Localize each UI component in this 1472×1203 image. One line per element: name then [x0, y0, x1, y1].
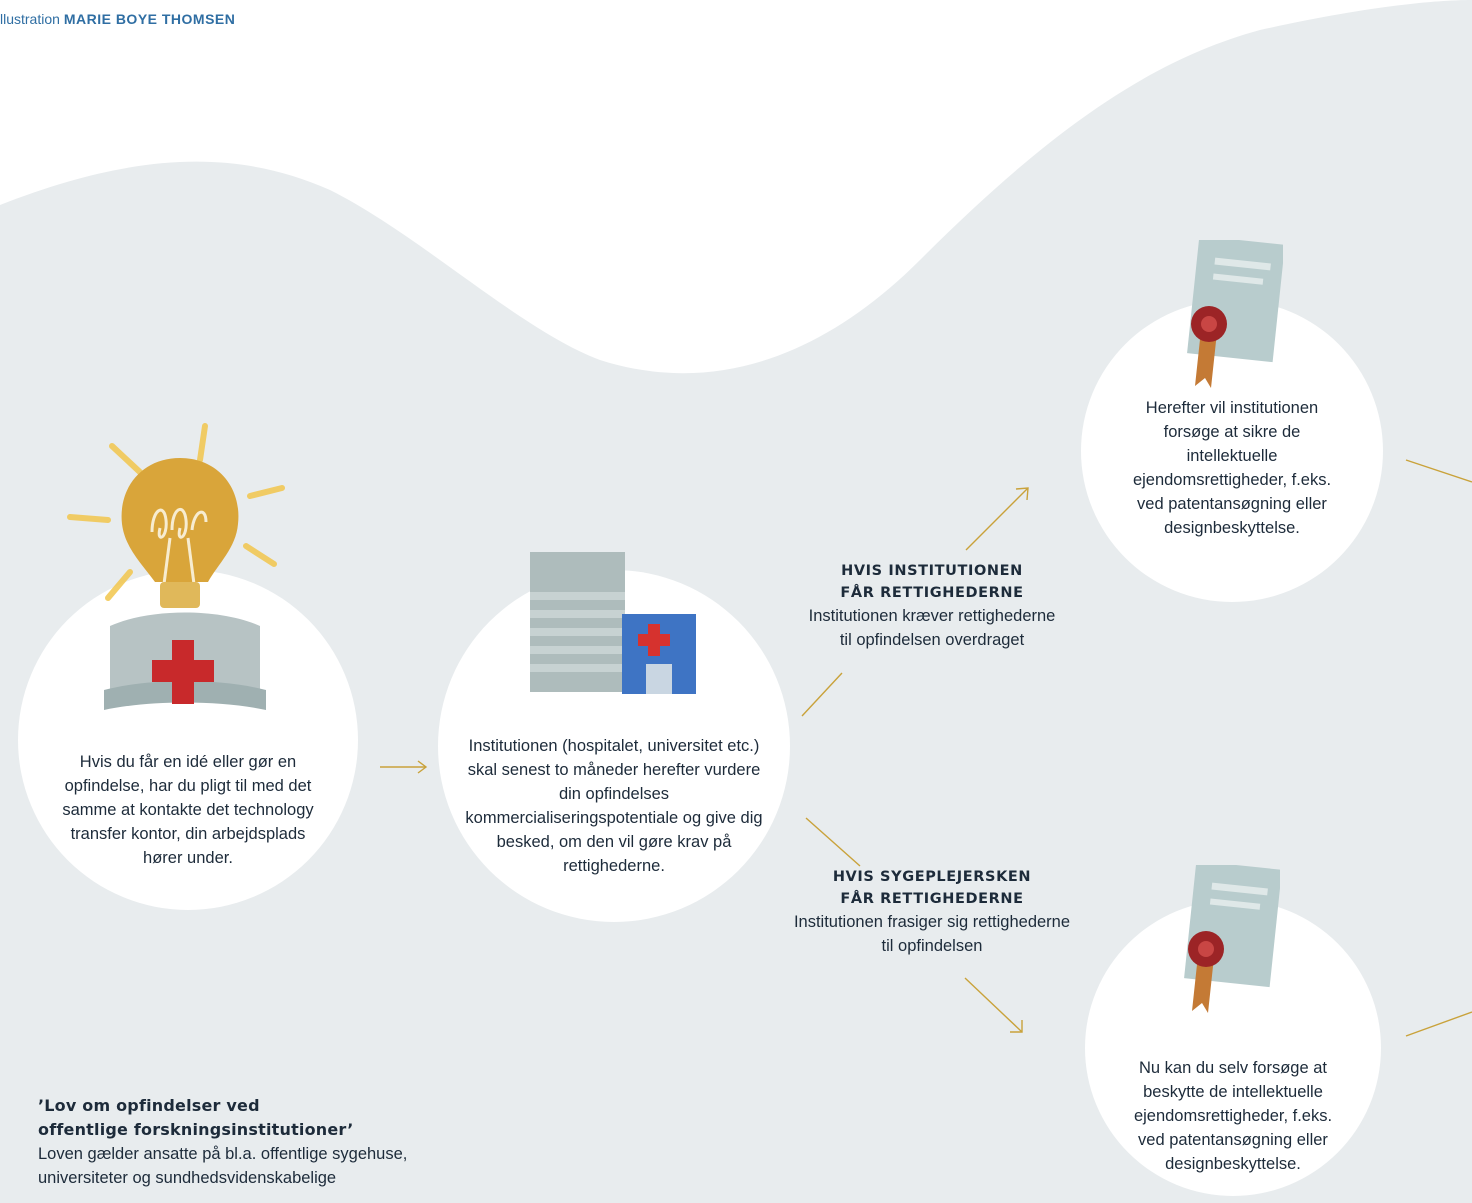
nurse-cap-icon [104, 612, 266, 710]
lightbulb-icon [67, 423, 285, 608]
credits: llustration MARIE BOYE THOMSEN [0, 0, 235, 28]
branch-institution-text-1: Institutionen kræver rettighederne [808, 607, 1056, 625]
step-4-text: Nu kan du selv forsøge at beskytte de in… [1133, 1059, 1333, 1173]
branch-nurse-heading-2: FÅR RETTIGHEDERNE [840, 891, 1024, 907]
branch-nurse: HVIS SYGEPLEJERSKEN FÅR RETTIGHEDERNE In… [742, 866, 1122, 958]
branch-nurse-text-2: til opfindelsen [881, 937, 983, 955]
branch-institution: HVIS INSTITUTIONEN FÅR RETTIGHEDERNE Ins… [752, 560, 1112, 652]
step-3-text: Herefter vil institutionen forsøge at si… [1132, 399, 1332, 537]
step-circle-2: Institutionen (hospitalet, universitet e… [438, 570, 790, 922]
illustration-label: llustration [0, 11, 60, 27]
branch-institution-text-2: til opfindelsen overdraget [839, 631, 1025, 649]
certificate-icon [1187, 240, 1283, 388]
law-body-2: universiteter og sundhedsvidenskabelige [38, 1169, 337, 1187]
illustrator-name: MARIE BOYE THOMSEN [63, 11, 236, 27]
branch-nurse-text-1: Institutionen frasiger sig rettighederne [793, 913, 1071, 931]
law-body-1: Loven gælder ansatte på bl.a. offentlige… [38, 1145, 408, 1163]
branch-institution-heading-1: HVIS INSTITUTIONEN [841, 563, 1023, 579]
law-note: ’Lov om opfindelser ved offentlige forsk… [38, 1094, 518, 1190]
law-heading-2: offentlige forskningsinstitutioner’ [38, 1120, 354, 1139]
law-heading-1: ’Lov om opfindelser ved [38, 1096, 260, 1115]
step-2-text: Institutionen (hospitalet, universitet e… [465, 737, 763, 875]
step-circle-1: Hvis du får en idé eller gør en opfindel… [18, 570, 358, 910]
branch-nurse-heading-1: HVIS SYGEPLEJERSKEN [832, 869, 1032, 885]
branch-institution-heading-2: FÅR RETTIGHEDERNE [840, 585, 1024, 601]
step-1-text: Hvis du får en idé eller gør en opfindel… [62, 753, 314, 867]
certificate-icon [1184, 865, 1280, 1013]
hospital-building-icon [530, 552, 696, 694]
